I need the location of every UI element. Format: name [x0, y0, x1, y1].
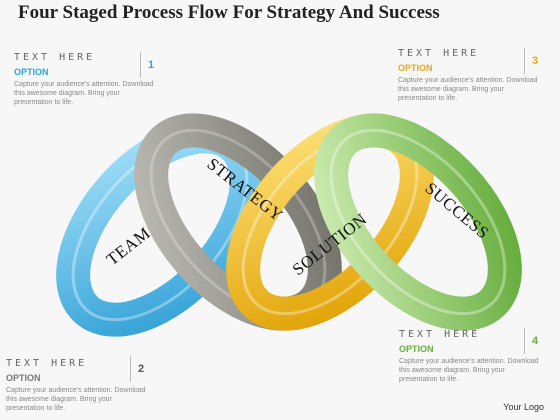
callout-description: Capture your audience’s attention. Downl…: [14, 81, 154, 106]
callout-number-2: 2: [130, 356, 144, 382]
callout-description: Capture your audience’s attention. Downl…: [6, 387, 146, 412]
callout-number-3: 3: [524, 48, 538, 74]
callout-4: TEXT HERE OPTION Capture your audience’s…: [399, 329, 544, 384]
callout-2: TEXT HERE OPTION Capture your audience’s…: [6, 358, 151, 413]
callout-option: OPTION: [14, 67, 49, 77]
callout-heading: TEXT HERE: [398, 48, 480, 59]
callout-number-4: 4: [524, 328, 538, 354]
callout-heading: TEXT HERE: [6, 358, 88, 369]
callout-1: TEXT HERE OPTION Capture your audience’s…: [14, 52, 159, 107]
ring-success: [314, 113, 522, 331]
callout-description: Capture your audience’s attention. Downl…: [398, 77, 538, 102]
callout-option: OPTION: [6, 373, 41, 383]
callout-heading: TEXT HERE: [399, 329, 481, 340]
logo-text: Your Logo: [503, 402, 544, 412]
callout-option: OPTION: [398, 63, 433, 73]
callout-heading: TEXT HERE: [14, 52, 96, 63]
callout-number-1: 1: [140, 52, 154, 78]
callout-option: OPTION: [399, 344, 434, 354]
callout-3: TEXT HERE OPTION Capture your audience’s…: [398, 48, 543, 103]
callout-description: Capture your audience’s attention. Downl…: [399, 358, 539, 383]
ring-label-team: TEAM: [103, 223, 154, 269]
page-title: Four Staged Process Flow For Strategy An…: [18, 2, 440, 23]
